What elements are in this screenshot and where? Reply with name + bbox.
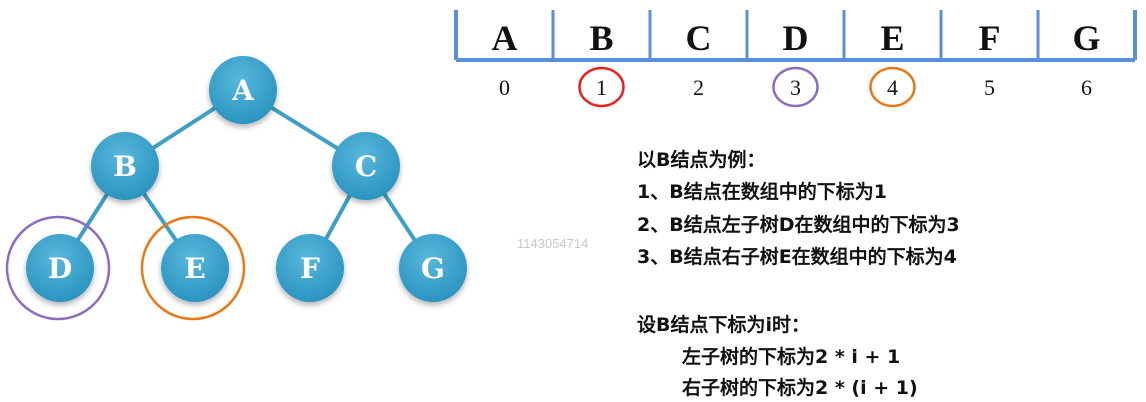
array-index-3: 3 (790, 75, 801, 100)
array-cell-E: E (880, 18, 904, 58)
tree-node-B (91, 132, 159, 200)
example-title: 以B结点为例： (637, 149, 766, 171)
array-cell-D: D (783, 18, 809, 58)
tree-node-label-E: E (184, 252, 205, 285)
formula-title: 设B结点下标为i时： (637, 314, 810, 336)
tree-node-G (399, 234, 467, 302)
index-highlight-ring-1 (578, 66, 625, 108)
array-index-6: 6 (1081, 75, 1092, 100)
tree-node-D (26, 234, 94, 302)
array-index-4: 4 (887, 75, 898, 100)
note-line-1: 1、B结点在数组中的下标为1 (637, 181, 887, 203)
tree-node-label-D: D (48, 252, 72, 285)
index-highlight-ring-4 (869, 66, 916, 108)
array-cell-B: B (589, 18, 613, 58)
tree-node-F (276, 234, 344, 302)
index-highlight-ring-3 (772, 66, 819, 108)
array-index-2: 2 (693, 75, 704, 100)
note-line-3: 3、B结点右子树E在数组中的下标为4 (637, 246, 957, 268)
tree-node-label-C: C (355, 150, 377, 183)
highlight-ring-D (5, 215, 111, 321)
tree-node-C (332, 132, 400, 200)
tree-node-label-F: F (300, 252, 320, 285)
right-child-formula: 右子树的下标为2 * (i + 1) (682, 377, 918, 399)
note-line-2: 2、B结点左子树D在数组中的下标为3 (637, 214, 960, 236)
array-cell-G: G (1072, 18, 1100, 58)
array-index-5: 5 (984, 75, 995, 100)
array-index-1: 1 (596, 75, 607, 100)
tree-node-label-G: G (421, 252, 445, 285)
watermark: 1143054714 (517, 236, 589, 251)
tree-node-label-B: B (113, 150, 137, 183)
array-cell-C: C (686, 18, 712, 58)
tree-node-E (161, 234, 229, 302)
highlight-ring-E (140, 215, 246, 321)
array-index-0: 0 (499, 75, 510, 100)
tree-node-label-A: A (231, 74, 255, 107)
tree-node-A (209, 56, 277, 124)
left-child-formula: 左子树的下标为2 * i + 1 (682, 346, 901, 368)
array-cell-A: A (492, 18, 518, 58)
array-cell-F: F (979, 18, 1001, 58)
